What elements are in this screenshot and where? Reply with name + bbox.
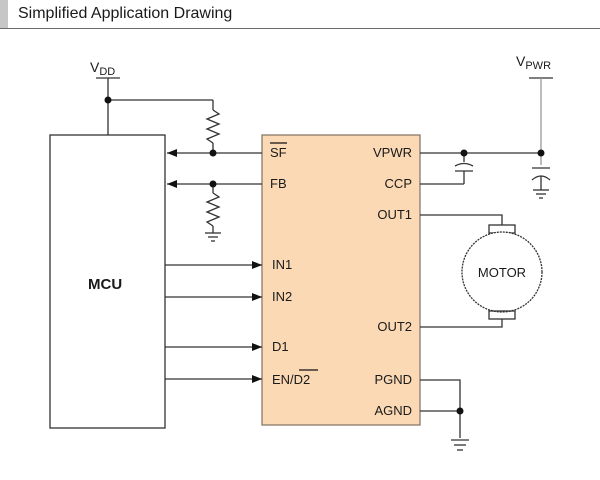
mcu-block [49,134,166,429]
vdd-label: VDD [90,59,115,78]
out1-wire [420,214,503,225]
pullup-resistor [205,109,221,144]
vpwr-label: VPWR [516,53,551,72]
motor-brush-bottom [488,310,516,320]
diagram-title: Simplified Application Drawing [18,5,233,22]
pin-agnd: AGND [374,403,412,418]
pin-out1: OUT1 [377,207,412,222]
out2-wire [420,319,503,328]
diagram-header: Simplified Application Drawing [0,0,600,29]
pin-in2: IN2 [272,289,292,304]
junction-dot [209,149,217,157]
pin-pgnd: PGND [374,372,412,387]
header-accent-bar [0,0,8,28]
motor-label: MOTOR [478,265,526,280]
pin-d1: D1 [272,339,289,354]
pin-out2: OUT2 [377,319,412,334]
motor-brush-top [488,224,516,234]
junction-dot [537,149,545,157]
pin-ccp: CCP [385,176,412,191]
junction-dot [460,149,468,157]
pin-fb: FB [270,176,287,191]
fb-resistor [205,192,221,227]
motor-symbol [461,231,543,313]
ccp-capacitor [454,162,474,167]
pin-in1: IN1 [272,257,292,272]
pin-sf: SF [270,145,287,160]
junction-dot [209,180,217,188]
mcu-label: MCU [88,276,122,293]
pin-en-d2: EN/D2 [272,372,310,387]
pin-vpwr: VPWR [373,145,412,160]
driver-ic-block [261,134,421,426]
junction-dot [456,407,464,415]
pgnd-wire [420,379,461,438]
junction-dot [104,96,112,104]
